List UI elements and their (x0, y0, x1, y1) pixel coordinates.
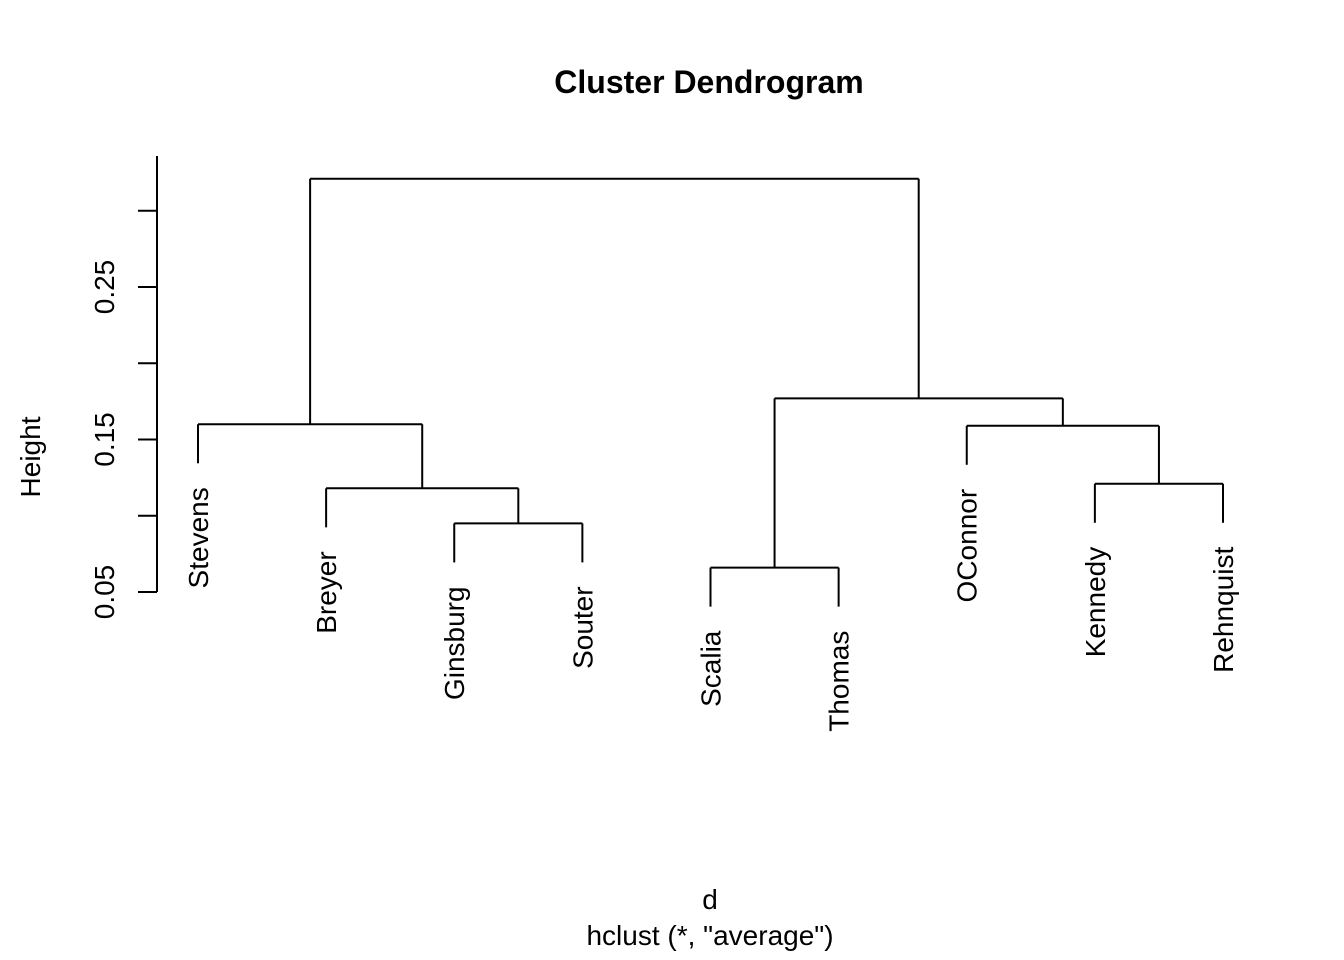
chart-title: Cluster Dendrogram (554, 64, 863, 100)
y-tick-label: 0.15 (89, 412, 120, 467)
x-axis-subtitle: hclust (*, "average") (586, 920, 833, 951)
leaf-label-souter: Souter (567, 586, 598, 669)
leaf-label-ginsburg: Ginsburg (439, 586, 470, 700)
leaf-label-kennedy: Kennedy (1080, 547, 1111, 658)
y-tick-label: 0.05 (89, 565, 120, 620)
y-axis: 0.05 0.15 0.25 (89, 156, 158, 620)
x-axis-label: d (702, 884, 718, 915)
y-tick-label: 0.25 (89, 260, 120, 315)
dendrogram-tree (197, 177, 1224, 607)
leaf-label-stevens: Stevens (183, 487, 214, 588)
y-axis-title: Height (15, 416, 46, 497)
leaf-label-breyer: Breyer (311, 551, 342, 633)
leaf-label-oconnor: OConnor (952, 489, 983, 603)
leaf-label-scalia: Scalia (696, 630, 727, 707)
leaf-label-rehnquist: Rehnquist (1208, 547, 1239, 673)
leaf-label-thomas: Thomas (824, 631, 855, 732)
